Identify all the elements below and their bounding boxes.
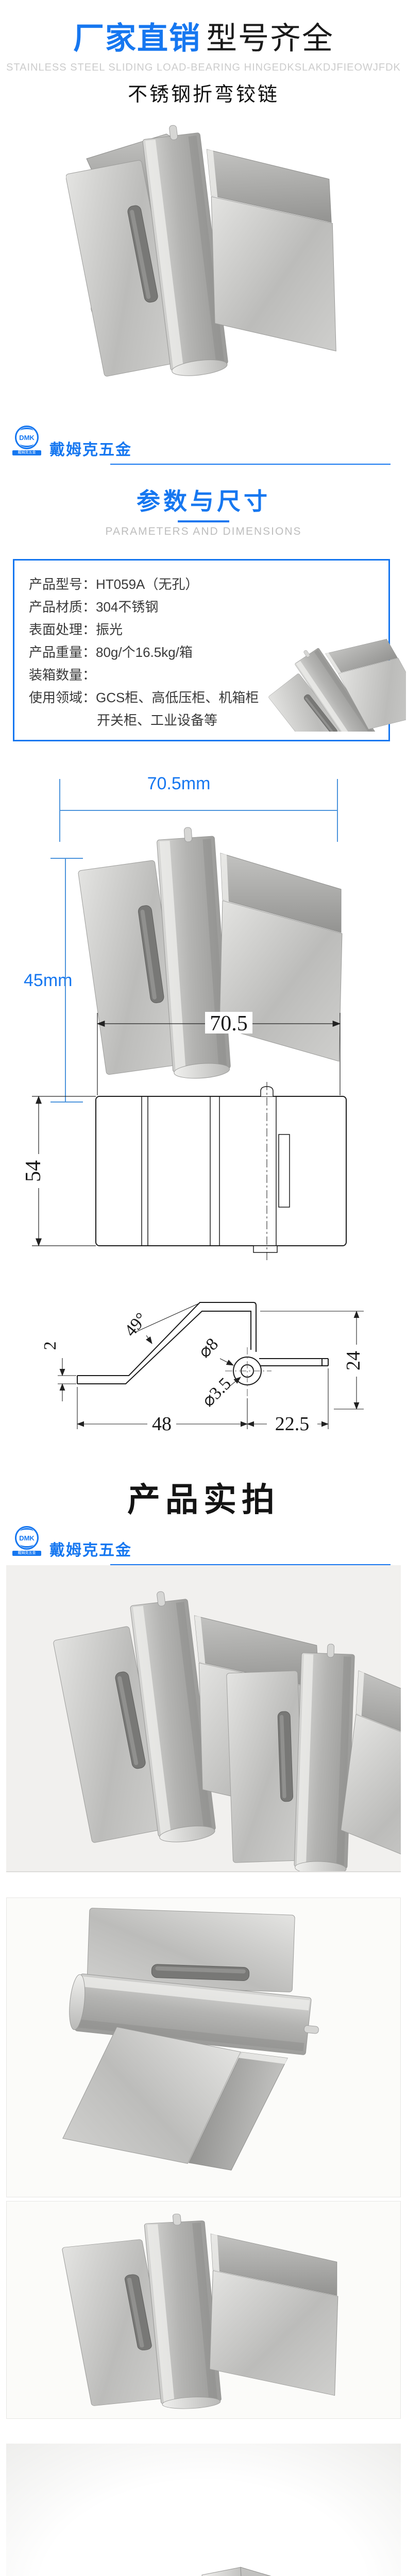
top-view-drawing: 70.5 54 <box>22 1012 347 1260</box>
subtitle-en: STAINLESS STEEL SLIDING LOAD-BEARING HIN… <box>6 62 401 73</box>
product-photo-4 <box>6 2444 401 2576</box>
section-subtitle-en: PARAMETERS AND DIMENSIONS <box>105 526 302 537</box>
section-title: 参数与尺寸 <box>137 488 270 515</box>
dim-width-line <box>59 779 338 842</box>
dim-height-line <box>50 858 83 1103</box>
brand-name: 戴姆克五金 <box>49 442 132 459</box>
param-row: 装箱数量： <box>29 667 96 683</box>
page-title: 厂家直销型号齐全 <box>0 19 407 59</box>
parameters-section-head: 参数与尺寸 PARAMETERS AND DIMENSIONS <box>0 486 407 538</box>
side-height: 24 <box>343 1351 364 1370</box>
brand-ribbon: 戴姆克五金 <box>12 1551 41 1556</box>
param-row: 开关柜、工业设备等 <box>97 713 218 728</box>
hinge-zplate-part <box>201 2567 272 2576</box>
dim-height-label: 45mm <box>24 971 72 990</box>
brand-ribbon: 戴姆克五金 <box>12 450 41 455</box>
logo-swoosh-icon <box>20 1541 33 1548</box>
dim-width-label: 70.5mm <box>147 774 211 793</box>
brand-divider <box>110 1564 391 1565</box>
side-right-len: 22.5 <box>275 1413 310 1435</box>
hinge-illustration <box>62 116 341 384</box>
logo-swoosh-icon <box>20 440 33 447</box>
brand-bar: DMK 戴姆克五金 戴姆克五金 <box>12 426 395 469</box>
brand-bar: DMK 戴姆克五金 戴姆克五金 <box>12 1526 395 1569</box>
dimension-photo: 70.5mm 45mm <box>24 774 343 1103</box>
product-photo-1 <box>6 1565 401 1872</box>
param-row: 表面处理：振光 <box>29 622 123 637</box>
top-view-height: 54 <box>22 1160 45 1182</box>
side-inner-dia: ⌀3.5 <box>198 1374 235 1411</box>
param-row: 产品重量：80g/个16.5kg/箱 <box>29 645 193 660</box>
brand-logo-circle: DMK <box>15 1526 39 1550</box>
parameters-table: 产品型号：HT059A（无孔） 产品材质：304不锈钢 表面处理：振光 产品重量… <box>13 559 390 741</box>
brand-divider <box>110 464 391 465</box>
brand-logo-circle: DMK <box>15 426 39 449</box>
side-thickness: 2 <box>41 1342 60 1350</box>
param-row: 使用领域：GCS柜、高低压柜、机箱柜 <box>29 690 259 705</box>
brand-abbr: DMK <box>19 433 35 442</box>
subtitle-cn: 不锈钢折弯铰链 <box>127 84 279 106</box>
photos-section-title: 产品实拍 <box>127 1481 280 1518</box>
brand-logo: DMK 戴姆克五金 <box>12 1526 41 1556</box>
param-row: 产品材质：304不锈钢 <box>29 599 159 615</box>
hero-product-photo <box>62 116 341 392</box>
brand-logo: DMK 戴姆克五金 <box>12 426 41 455</box>
title-highlight: 厂家直销 <box>73 21 201 56</box>
param-row: 产品型号：HT059A（无孔） <box>29 577 199 592</box>
product-photo-3 <box>6 2201 401 2419</box>
brand-abbr: DMK <box>19 1534 35 1542</box>
side-profile <box>77 1302 329 1384</box>
side-left-len: 48 <box>152 1413 172 1435</box>
product-photo-2 <box>6 1897 401 2197</box>
brand-name: 戴姆克五金 <box>49 1542 132 1559</box>
logo-swoosh-icon <box>20 428 33 434</box>
section-underline <box>178 520 229 522</box>
top-view-width: 70.5 <box>210 1012 248 1036</box>
side-view-drawing: 2 49° ⌀8 ⌀3.5 48 22.5 24 <box>41 1302 369 1435</box>
side-outer-dia: ⌀8 <box>195 1334 222 1362</box>
logo-swoosh-icon <box>20 1528 33 1535</box>
title-rest: 型号齐全 <box>206 21 334 56</box>
